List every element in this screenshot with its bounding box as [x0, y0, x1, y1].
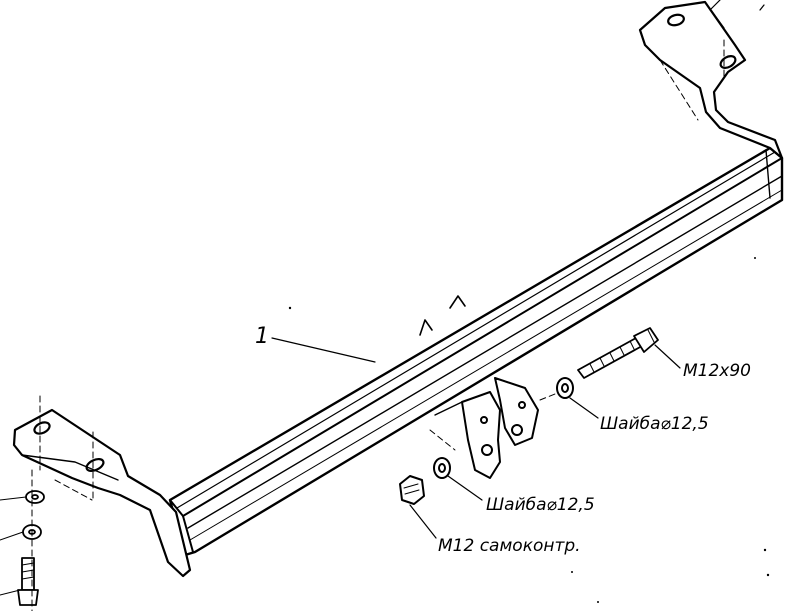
part-number-label: 1: [255, 324, 269, 349]
scan-dots: [288, 257, 770, 603]
leader-nut: [409, 504, 437, 539]
leader-washer-center: [447, 475, 483, 501]
leader-washer-right: [569, 397, 599, 419]
bolt-icon: [17, 557, 39, 606]
washer-right-callout-label: Шайба⌀12,5: [600, 414, 709, 434]
washer-icon: [556, 377, 574, 399]
leader-bolt: [654, 344, 681, 369]
cross-beam: [168, 146, 784, 557]
washer-icon: [433, 457, 451, 479]
leader-lines: [271, 0, 765, 539]
left-end-bracket: [12, 395, 192, 578]
nut-callout-label: M12 самоконтр.: [438, 536, 581, 556]
bolt-callout-label: M12x90: [683, 361, 751, 381]
left-fastener-stack: [0, 469, 45, 611]
washer-center-callout-label: Шайба⌀12,5: [486, 495, 595, 515]
right-end-bracket: [638, 0, 784, 160]
ball-mount-plate: [419, 295, 571, 479]
washer-icon: [25, 490, 45, 504]
nut-icon: [399, 475, 425, 505]
leader-part-1: [271, 337, 376, 363]
bolt-icon: [577, 327, 659, 379]
